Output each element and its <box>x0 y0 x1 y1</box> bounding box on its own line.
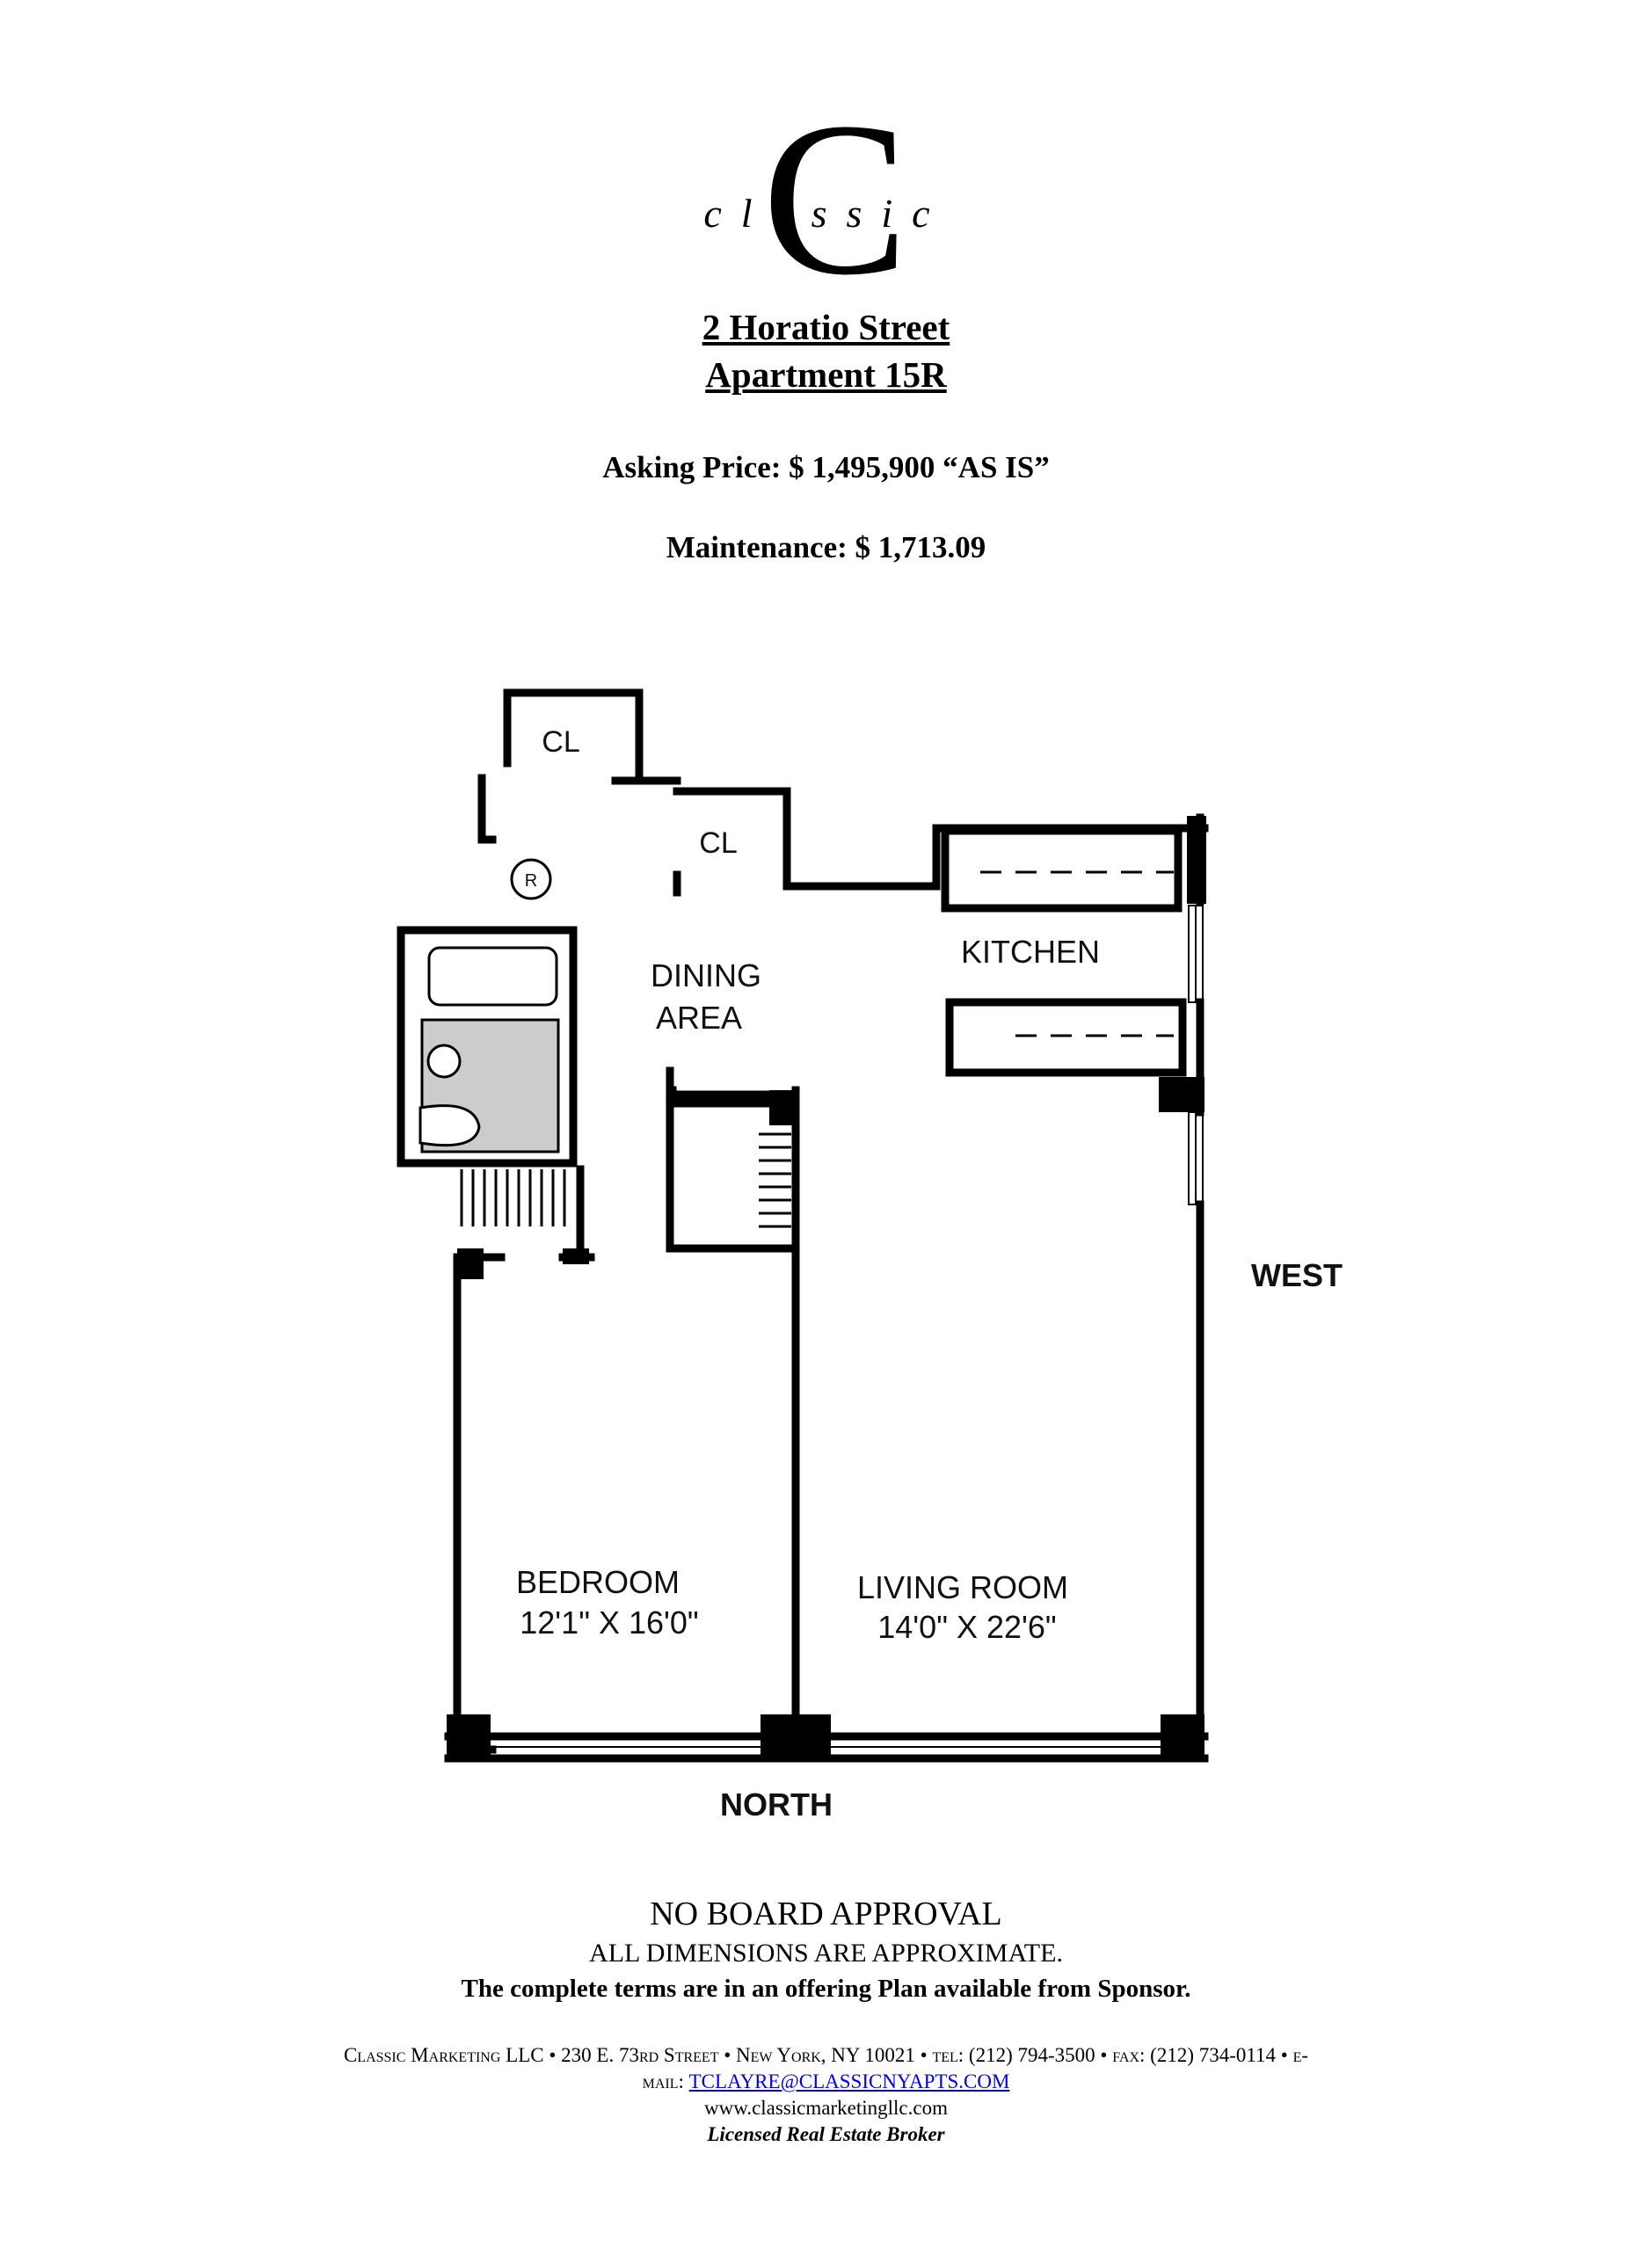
bathroom-fixtures <box>418 946 560 1153</box>
closet1-wall <box>503 688 644 780</box>
footer-email-prefix: mail: <box>642 2070 689 2092</box>
refrigerator-label: R <box>525 871 537 891</box>
living-room-dimensions: 14'0" X 22'6" <box>877 1609 1056 1645</box>
board-approval-notice: NO BOARD APPROVAL <box>650 1896 1002 1932</box>
logo-monogram: C <box>762 123 909 299</box>
floor-plan: R CL CL DINING AREA KITCHEN BEDROOM 12'1… <box>397 688 1343 1823</box>
closet1-label: CL <box>542 725 579 759</box>
asking-price: Asking Price: $ 1,495,900 “AS IS” <box>602 450 1050 484</box>
sink <box>426 1044 462 1079</box>
classic-logo: C classic <box>703 123 949 299</box>
address-line2: Apartment 15R <box>705 354 947 395</box>
address-line1: 2 Horatio Street <box>702 307 950 347</box>
maintenance-fee: Maintenance: $ 1,713.09 <box>666 530 986 564</box>
compass-west: WEST <box>1251 1257 1343 1293</box>
footer-website: www.classicmarketingllc.com <box>704 2097 948 2119</box>
bedroom-label: BEDROOM <box>516 1564 680 1600</box>
bedroom-dimensions: 12'1" X 16'0" <box>520 1604 698 1641</box>
living-room-label: LIVING ROOM <box>857 1569 1068 1605</box>
footer-contact-line: Classic Marketing LLC • 230 E. 73rd Stre… <box>343 2044 1309 2066</box>
dining-label-2: AREA <box>656 1000 742 1036</box>
dimensions-notice: ALL DIMENSIONS ARE APPROXIMATE. <box>589 1939 1063 1968</box>
footer-license: Licensed Real Estate Broker <box>707 2123 945 2145</box>
footer-email-line: mail: TCLAYRE@CLASSICNYAPTS.COM <box>0 2069 1652 2095</box>
footer: Classic Marketing LLC • 230 E. 73rd Stre… <box>0 2042 1652 2148</box>
terms-notice: The complete terms are in an offering Pl… <box>461 1975 1191 2003</box>
refrigerator-symbol <box>510 858 552 900</box>
dining-label-1: DINING <box>651 957 761 993</box>
bathroom-wall <box>397 926 578 1168</box>
closet2-label: CL <box>699 826 737 860</box>
logo-word: classic <box>703 191 949 236</box>
compass-north: NORTH <box>720 1786 833 1823</box>
kitchen-label: KITCHEN <box>961 934 1100 970</box>
bathtub <box>427 946 558 1007</box>
email-link[interactable]: TCLAYRE@CLASSICNYAPTS.COM <box>688 2070 1010 2092</box>
toilet <box>418 1104 481 1147</box>
